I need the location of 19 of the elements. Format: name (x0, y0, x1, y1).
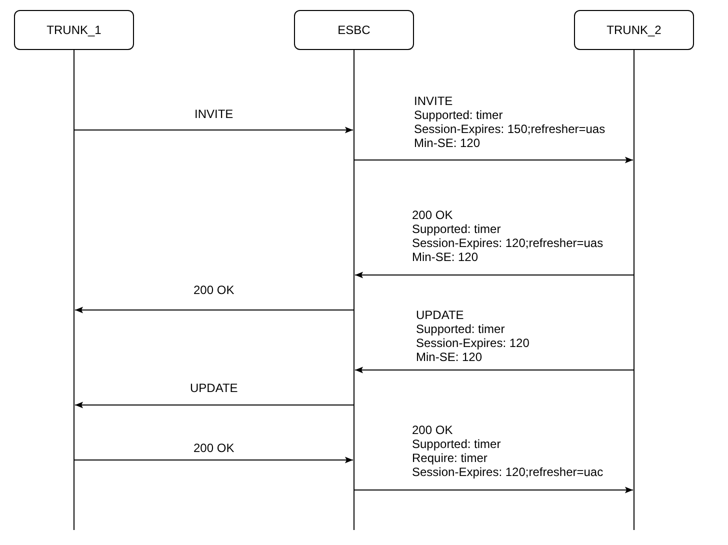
participant-box: TRUNK_2 (574, 10, 694, 50)
message-arrow (354, 156, 634, 164)
message-label: 200 OK Supported: timer Session-Expires: 120;refresher=uas Min-SE: 120 (412, 208, 604, 264)
message-label: UPDATE Supported: timer Session-Expires: 120 Min-SE: 120 (416, 308, 530, 364)
message-arrow (354, 366, 634, 374)
message-label: UPDATE (190, 381, 238, 395)
message-arrow (354, 486, 634, 494)
message-label: INVITE (194, 107, 234, 121)
participant-box: TRUNK_1 (14, 10, 134, 50)
message-arrow (74, 126, 354, 134)
message-label: 200 OK (194, 441, 234, 455)
message-label: 200 OK Supported: timer Require: timer Session-Expires: 120;refresher=uac (412, 423, 604, 479)
message-label: 200 OK (194, 283, 234, 297)
message-arrow (354, 272, 634, 278)
participant-box: ESBC (294, 10, 414, 50)
message-label: INVITE Supported: timer Session-Expires: 150;refresher=uas Min-SE: 120 (414, 94, 606, 150)
message-arrow (74, 306, 354, 314)
message-arrow (74, 456, 354, 464)
message-arrow (74, 402, 354, 408)
